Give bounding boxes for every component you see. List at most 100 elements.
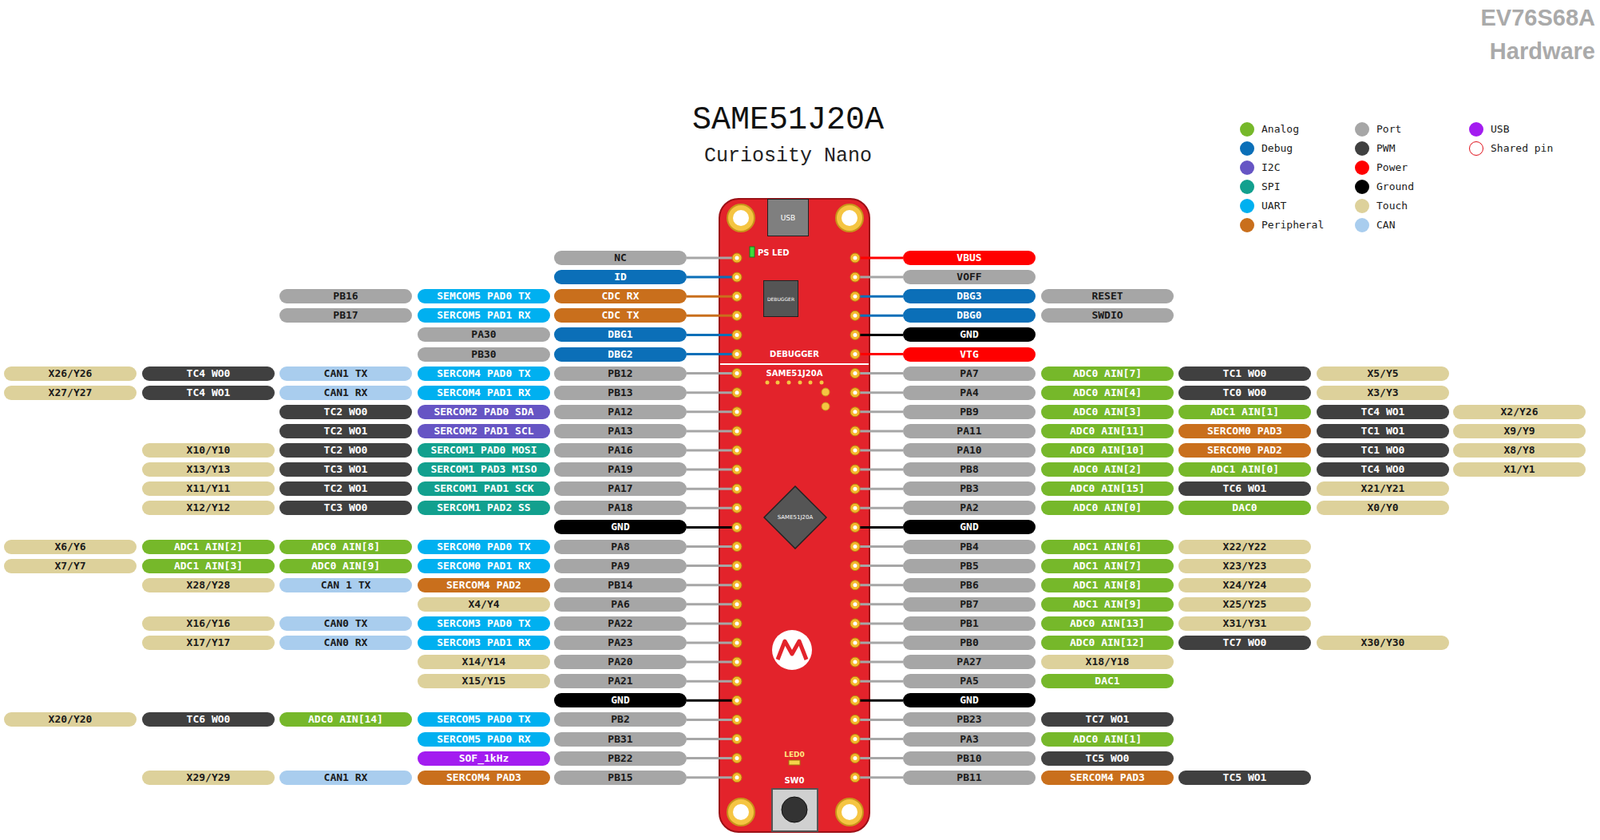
- pin-function: X9/Y9: [1453, 423, 1586, 439]
- analog-pill: ADC1 AIN[2]: [142, 539, 275, 555]
- pin-hole: [735, 275, 740, 280]
- header-pin: [850, 483, 860, 494]
- pin-function: ADC0 AIN[0]: [1041, 500, 1174, 515]
- header-pin: [732, 502, 742, 513]
- mounting-hole: [835, 798, 864, 826]
- pin-hole: [853, 332, 858, 337]
- leader-line: [859, 661, 903, 664]
- can-pill: CAN1 TX: [279, 366, 412, 381]
- leader-line: [859, 429, 903, 432]
- touch-pill: X0/Y0: [1316, 500, 1450, 515]
- pin-function: TC4 WO1: [142, 385, 275, 400]
- pin-function: PA22: [554, 616, 687, 631]
- can-pill: CAN0 RX: [279, 635, 412, 650]
- analog-pill: DAC1: [1041, 673, 1174, 689]
- port-pill: PA8: [554, 539, 687, 555]
- pin-function: SOF_1kHz: [417, 751, 551, 766]
- legend-swatch: [1239, 198, 1255, 214]
- header-pin: [850, 253, 860, 263]
- pin-function: SERCOM1 PAD2 SS: [417, 500, 551, 515]
- pin-function: TC2 WO1: [279, 481, 412, 496]
- microchip-logo: [772, 629, 812, 670]
- touch-pill: X23/Y23: [1178, 558, 1311, 574]
- pin-function: PA21: [554, 673, 687, 689]
- touch-pill: X21/Y21: [1316, 481, 1450, 496]
- touch-pill: X3/Y3: [1316, 385, 1450, 400]
- uart-pill: SERCOM4 PAD0 TX: [417, 366, 551, 381]
- pin-function: PB23: [902, 712, 1036, 727]
- port-pill: PB13: [554, 385, 687, 400]
- analog-pill: ADC0 AIN[12]: [1041, 635, 1174, 650]
- test-pad: [798, 380, 803, 385]
- pin-hole: [853, 506, 858, 511]
- pin-function: GND: [902, 327, 1036, 342]
- pin-hole: [853, 544, 858, 549]
- uart-pill: SERCOM0 PAD1 RX: [417, 558, 551, 574]
- legend-text: SPI: [1261, 178, 1280, 195]
- pin-function: ADC0 AIN[8]: [279, 539, 412, 555]
- legend-swatch: [1239, 217, 1255, 233]
- mounting-hole: [732, 209, 749, 226]
- pwm-pill: TC1 WO0: [1178, 366, 1311, 381]
- legend-text: Touch: [1376, 198, 1408, 214]
- pin-function: TC1 WO0: [1316, 443, 1450, 458]
- leader-line: [686, 526, 733, 529]
- analog-pill: ADC1 AIN[8]: [1041, 578, 1174, 593]
- leader-line: [686, 506, 733, 510]
- legend-text: UART: [1261, 198, 1287, 214]
- pin-function: ADC0 AIN[1]: [1041, 732, 1174, 747]
- push-button-cap: [781, 796, 808, 823]
- header-pin: [732, 695, 742, 705]
- pin-function: SERCOM5 PAD0 TX: [417, 712, 551, 727]
- pin-function: PA17: [554, 481, 687, 496]
- pin-function: PA13: [554, 423, 687, 439]
- port-pill: PA18: [554, 500, 687, 515]
- pin-function: X21/Y21: [1316, 481, 1450, 496]
- leader-line: [859, 602, 903, 606]
- pin-function: SEMCOM5 PAD0 TX: [417, 289, 551, 304]
- touch-pill: X8/Y8: [1453, 443, 1586, 458]
- uart-pill: SERCOM3 PAD0 TX: [417, 616, 551, 631]
- leader-line: [859, 526, 903, 529]
- silkscreen-text: PS LED: [757, 247, 822, 258]
- pwm-pill: TC3 WO1: [279, 462, 412, 477]
- pin-function: PB4: [902, 539, 1036, 555]
- pin-function: PA6: [554, 597, 687, 612]
- pin-function: DBG1: [554, 327, 687, 342]
- pin-function: ADC1 AIN[3]: [142, 558, 275, 574]
- pin-function: ADC0 AIN[12]: [1041, 635, 1174, 650]
- port-pill: PA30: [417, 327, 551, 342]
- leader-line: [859, 352, 903, 356]
- ground-pill: GND: [554, 519, 687, 535]
- pin-function: X30/Y30: [1316, 635, 1450, 650]
- pin-function: SERCOM4 PAD2: [417, 578, 551, 593]
- pin-hole: [735, 332, 740, 337]
- pin-function: TC6 WO0: [142, 712, 275, 727]
- pin-function: X22/Y22: [1178, 539, 1311, 555]
- mcu-body: [764, 486, 827, 549]
- legend-text: Peripheral: [1261, 217, 1324, 234]
- pin-function: X13/Y13: [142, 462, 275, 477]
- uart-pill: SERCOM5 PAD0 RX: [417, 732, 551, 747]
- header-pin: [732, 272, 742, 282]
- header-pin: [850, 772, 860, 783]
- can-pill: CAN1 RX: [279, 385, 412, 400]
- header-pin: [732, 310, 742, 321]
- pin-function: X10/Y10: [142, 443, 275, 458]
- leader-line: [859, 756, 903, 760]
- touch-pill: X12/Y12: [142, 500, 275, 515]
- pin-function: PA3: [902, 732, 1036, 747]
- peripheral-pill: SERCOM4 PAD3: [417, 770, 551, 785]
- pin-function: PA12: [554, 404, 687, 420]
- pin-hole: [853, 563, 858, 568]
- leader-line: [686, 314, 733, 317]
- analog-pill: ADC1 AIN[3]: [142, 558, 275, 574]
- pin-function: PB6: [902, 578, 1036, 593]
- pin-function: NC: [554, 250, 687, 266]
- board-subtitle: Curiosity Nano: [628, 145, 948, 168]
- pin-function: ADC0 AIN[14]: [279, 712, 412, 727]
- pin-hole: [735, 525, 740, 530]
- debug-pill: DBG3: [902, 289, 1036, 304]
- pin-hole: [853, 717, 858, 722]
- pin-function: ADC0 AIN[7]: [1041, 366, 1174, 381]
